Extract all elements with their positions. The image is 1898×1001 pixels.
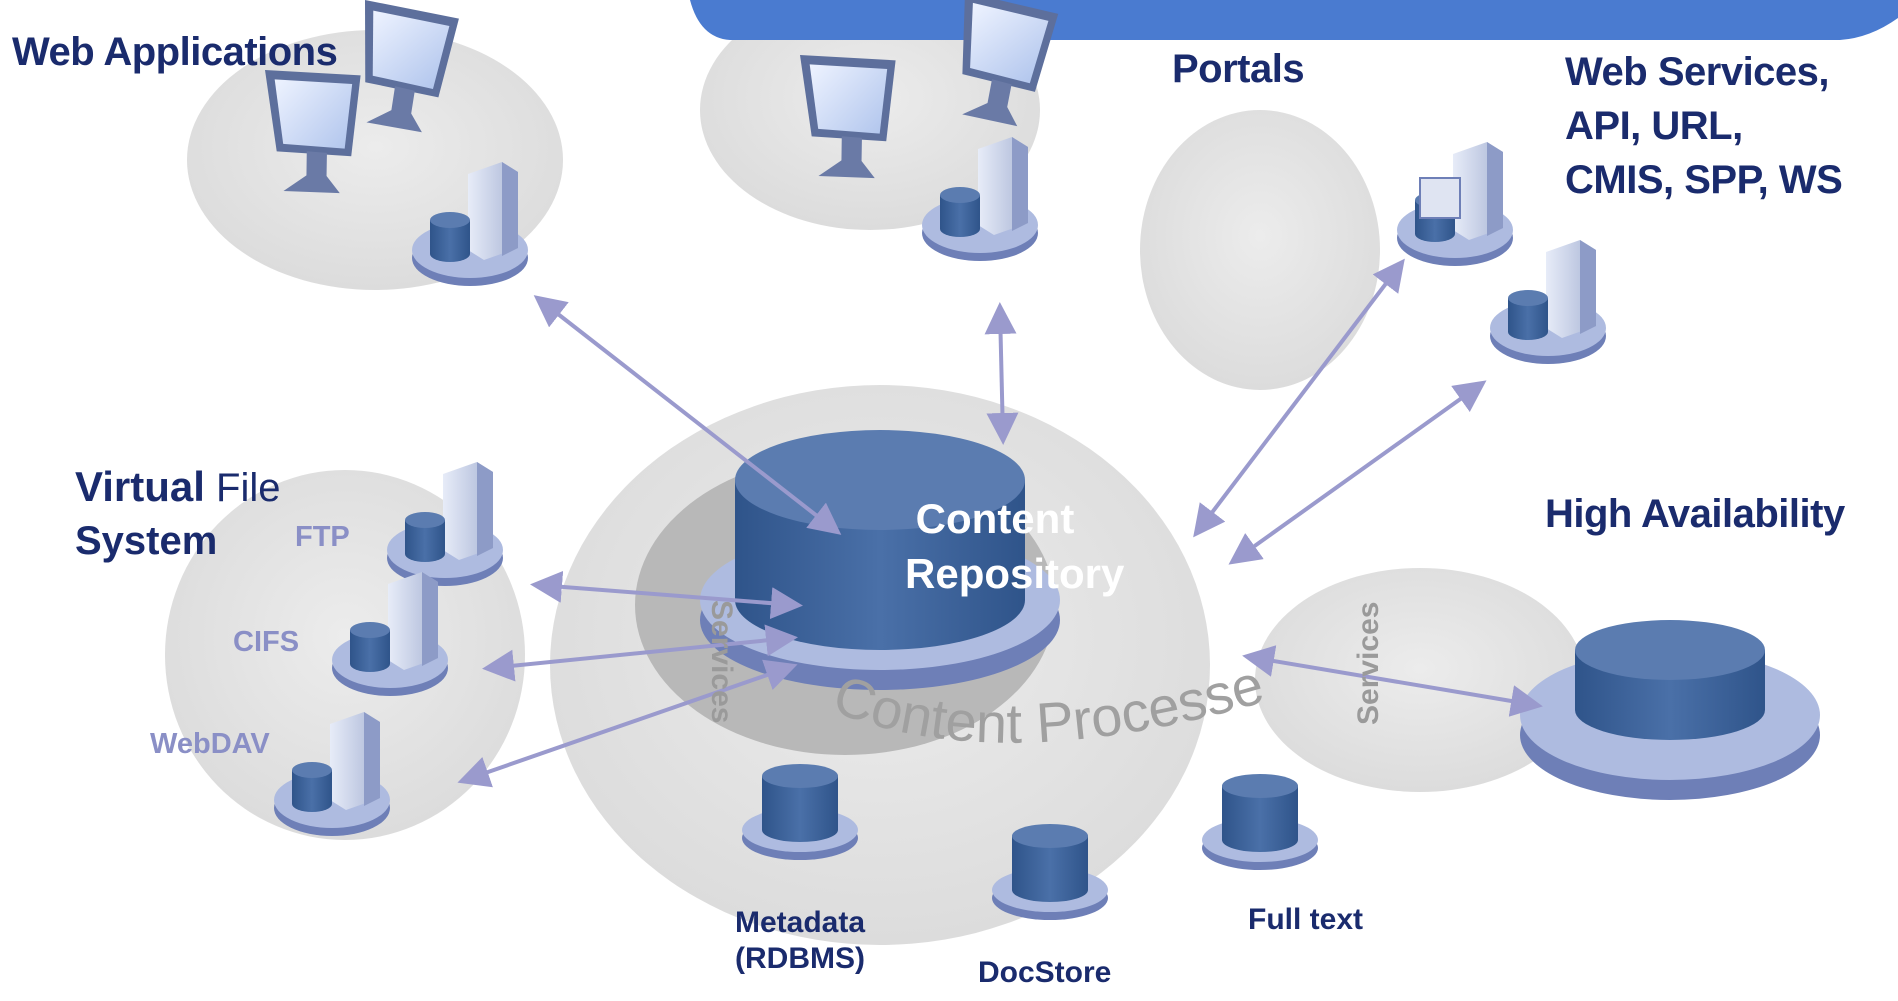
web-applications-label: Web Applications (12, 30, 338, 74)
arrow-icon (1242, 645, 1543, 717)
content-repository-line-2: Repository (905, 549, 1125, 597)
vfs-file-word: File (204, 466, 281, 510)
arrow-icon (457, 659, 798, 788)
high-availability-database-icon (1520, 620, 1820, 800)
server-icon (1490, 240, 1606, 364)
metadata-label: Metadata (RDBMS) (735, 905, 865, 977)
webdav-label: WebDAV (150, 728, 270, 760)
arrow-icon (984, 302, 1019, 445)
web-services-line-3: CMIS, SPP, WS (1565, 158, 1843, 202)
high-availability-label: High Availability (1545, 492, 1845, 536)
web-services-line-2: API, URL, (1565, 104, 1743, 148)
vfs-line-1: Virtual File (75, 460, 281, 515)
docstore-label: DocStore (978, 956, 1112, 989)
metadata-line-1: Metadata (735, 906, 866, 939)
vfs-line-2: System (75, 518, 218, 563)
full-text-label: Full text (1248, 903, 1364, 936)
cifs-label: CIFS (233, 626, 300, 658)
database-icon (1202, 774, 1318, 870)
vfs-virtual-word: Virtual (75, 463, 205, 510)
ftp-label: FTP (295, 521, 350, 553)
portals-label: Portals (1172, 47, 1305, 91)
cluster-web-services (1140, 110, 1380, 390)
header-banner (690, 0, 1898, 40)
arrow-icon (533, 295, 842, 535)
metadata-line-2: (RDBMS) (735, 942, 866, 975)
web-services-label: Web Services, API, URL, CMIS, SPP, WS (1565, 45, 1843, 207)
web-services-line-1: Web Services, (1565, 50, 1830, 94)
connectors (457, 258, 1543, 788)
services-right-label: Services (1352, 602, 1385, 725)
arrow-icon (530, 570, 803, 620)
content-repository-line-1: Content (915, 495, 1075, 542)
grid-screen-icon (1419, 177, 1461, 219)
virtual-file-system-label: Virtual File System (75, 460, 281, 567)
arrow-icon (1228, 380, 1487, 565)
services-left-label: Services (705, 600, 738, 723)
content-repository-label: Content Repository (905, 492, 1125, 601)
